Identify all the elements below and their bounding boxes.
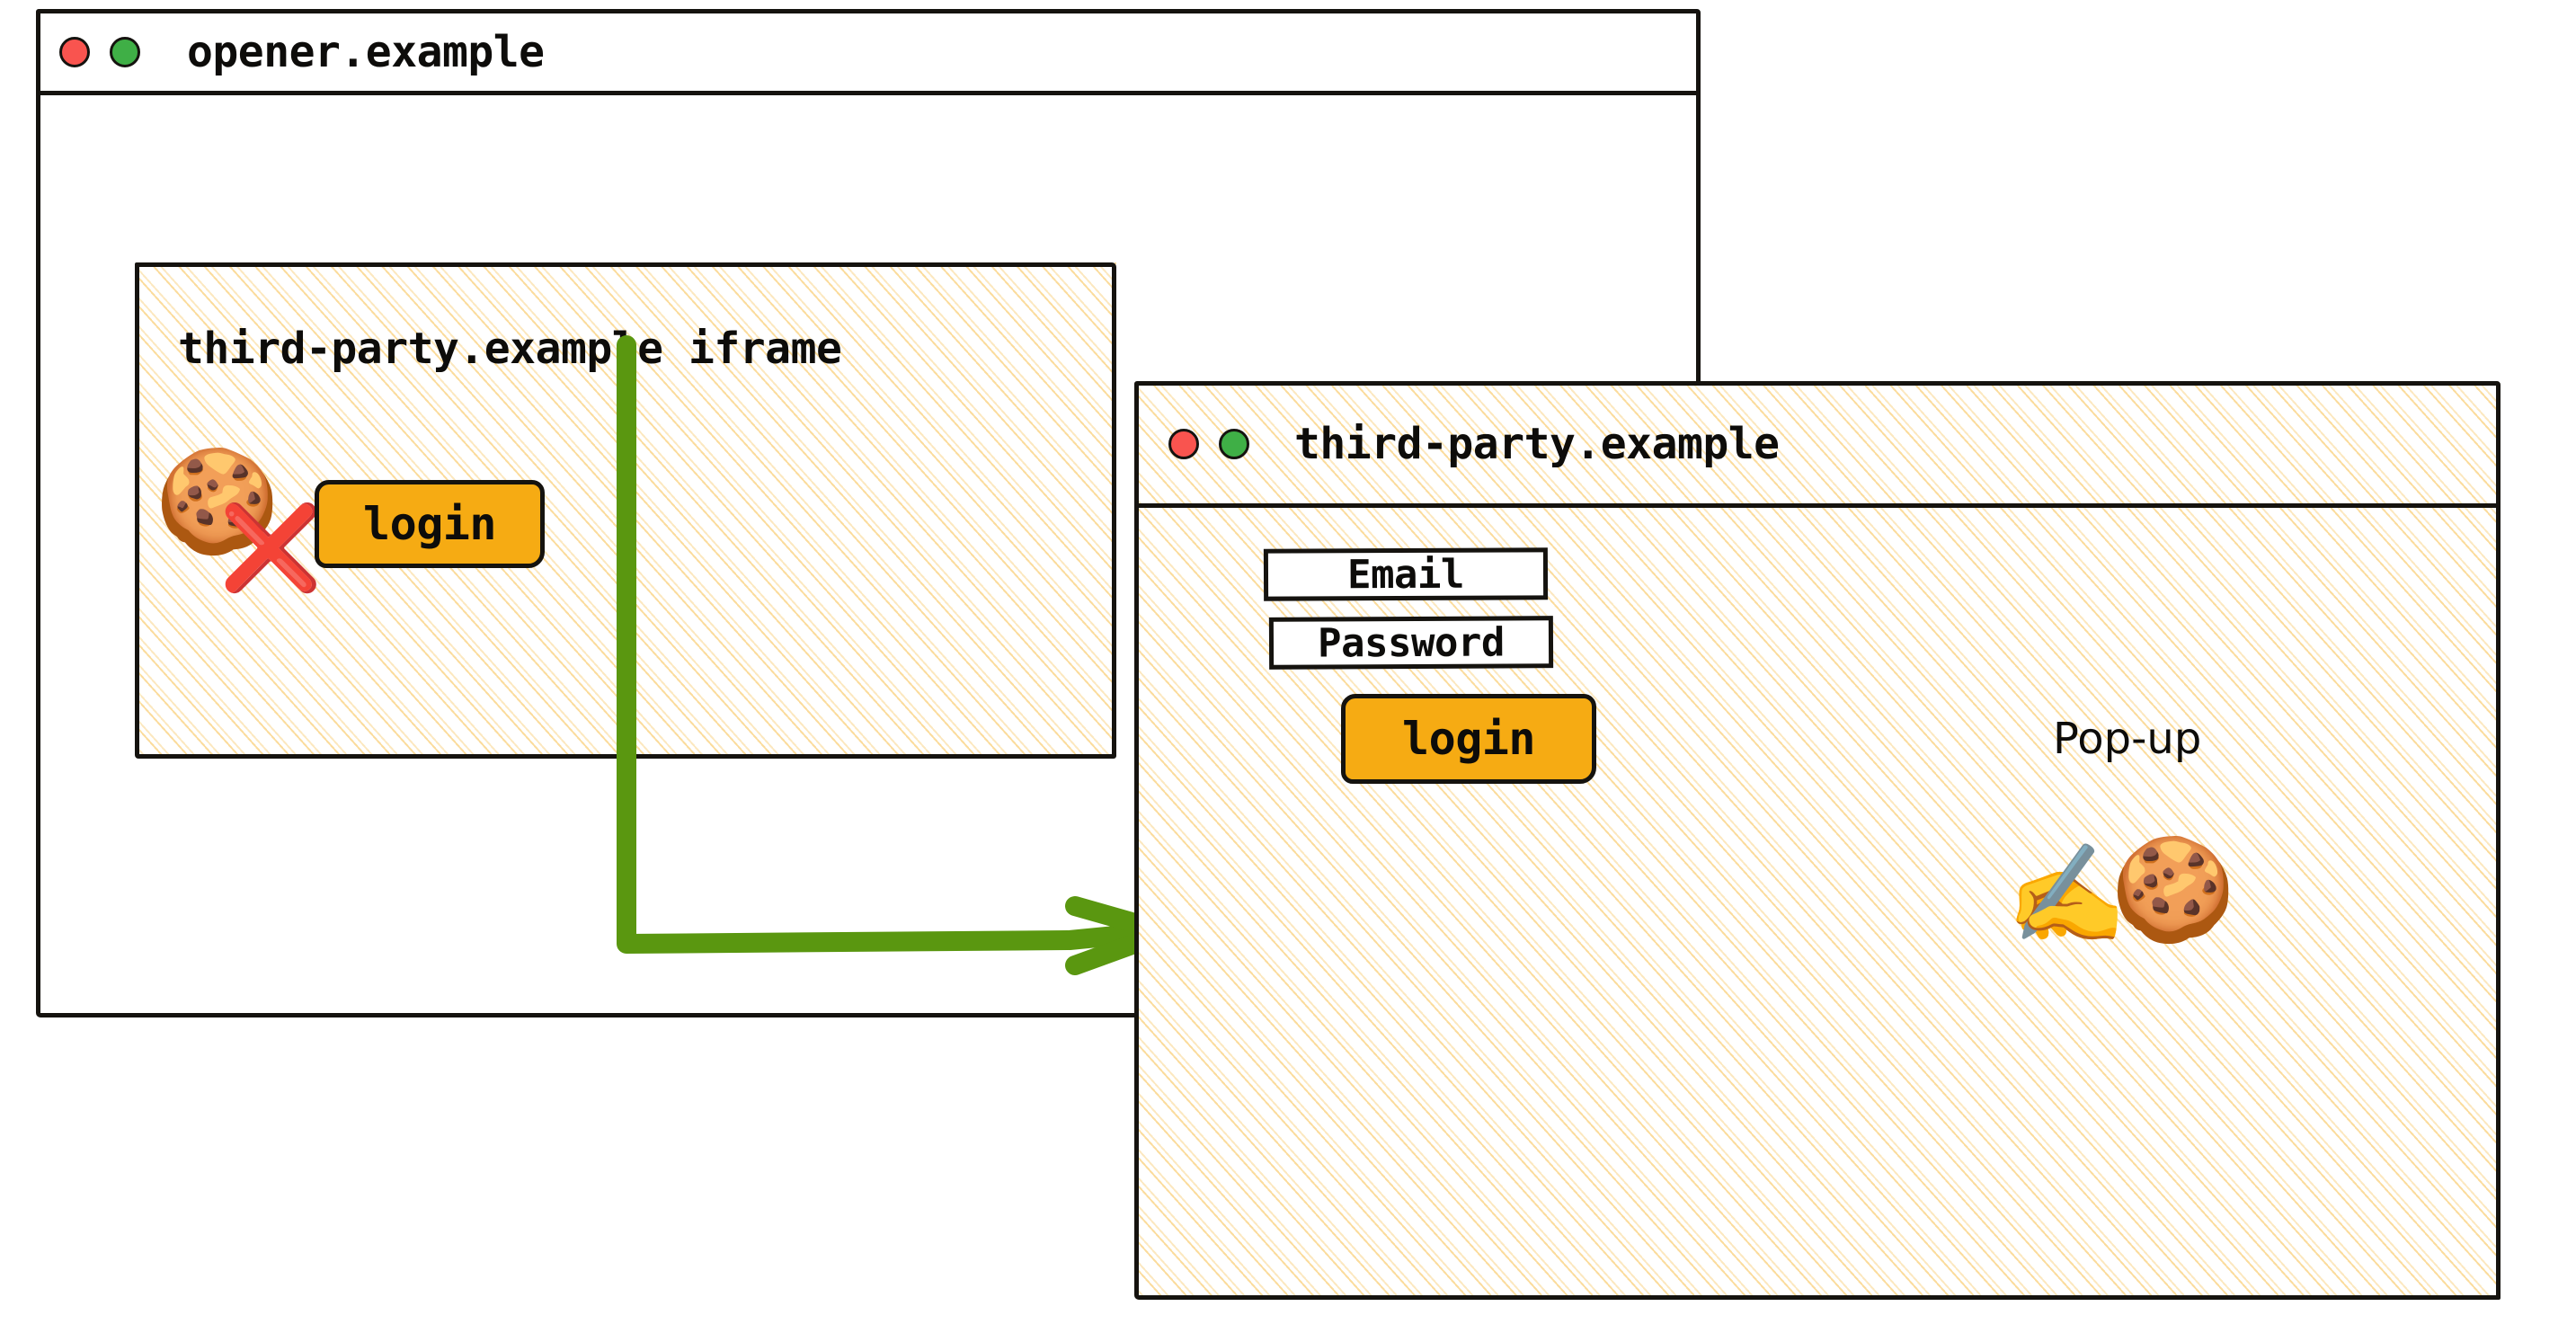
- popup-window-title: third-party.example: [1294, 419, 1780, 469]
- opener-titlebar: opener.example: [36, 9, 1701, 94]
- popup-login-button[interactable]: login: [1341, 694, 1596, 784]
- email-input[interactable]: Email: [1263, 547, 1549, 601]
- iframe-label: third-party.example iframe: [178, 324, 842, 374]
- opener-window-title: opener.example: [187, 26, 545, 77]
- opener-titlebar-divider: [36, 91, 1701, 95]
- writing-hand-icon: ✍️: [2006, 839, 2127, 951]
- cookie-icon: 🍪: [155, 443, 280, 560]
- close-dot-icon[interactable]: [59, 36, 90, 67]
- third-party-iframe: third-party.example iframe 🍪 ❌ login: [135, 262, 1116, 759]
- popup-titlebar-divider: [1134, 503, 2500, 508]
- cookie-icon: 🍪: [2110, 831, 2236, 948]
- popup-browser-window: third-party.example Email Password login…: [1134, 381, 2500, 1300]
- password-input[interactable]: Password: [1268, 616, 1554, 670]
- iframe-login-button[interactable]: login: [315, 480, 545, 568]
- popup-traffic-lights: [1168, 429, 1249, 459]
- maximize-dot-icon[interactable]: [1219, 429, 1249, 459]
- popup-caption: Pop-up: [2053, 714, 2202, 764]
- popup-hatch-background: [1134, 381, 2500, 1300]
- opener-traffic-lights: [59, 36, 140, 67]
- close-dot-icon[interactable]: [1168, 429, 1199, 459]
- cross-icon: ❌: [219, 500, 323, 596]
- maximize-dot-icon[interactable]: [110, 36, 140, 67]
- popup-titlebar: third-party.example: [1134, 381, 2500, 507]
